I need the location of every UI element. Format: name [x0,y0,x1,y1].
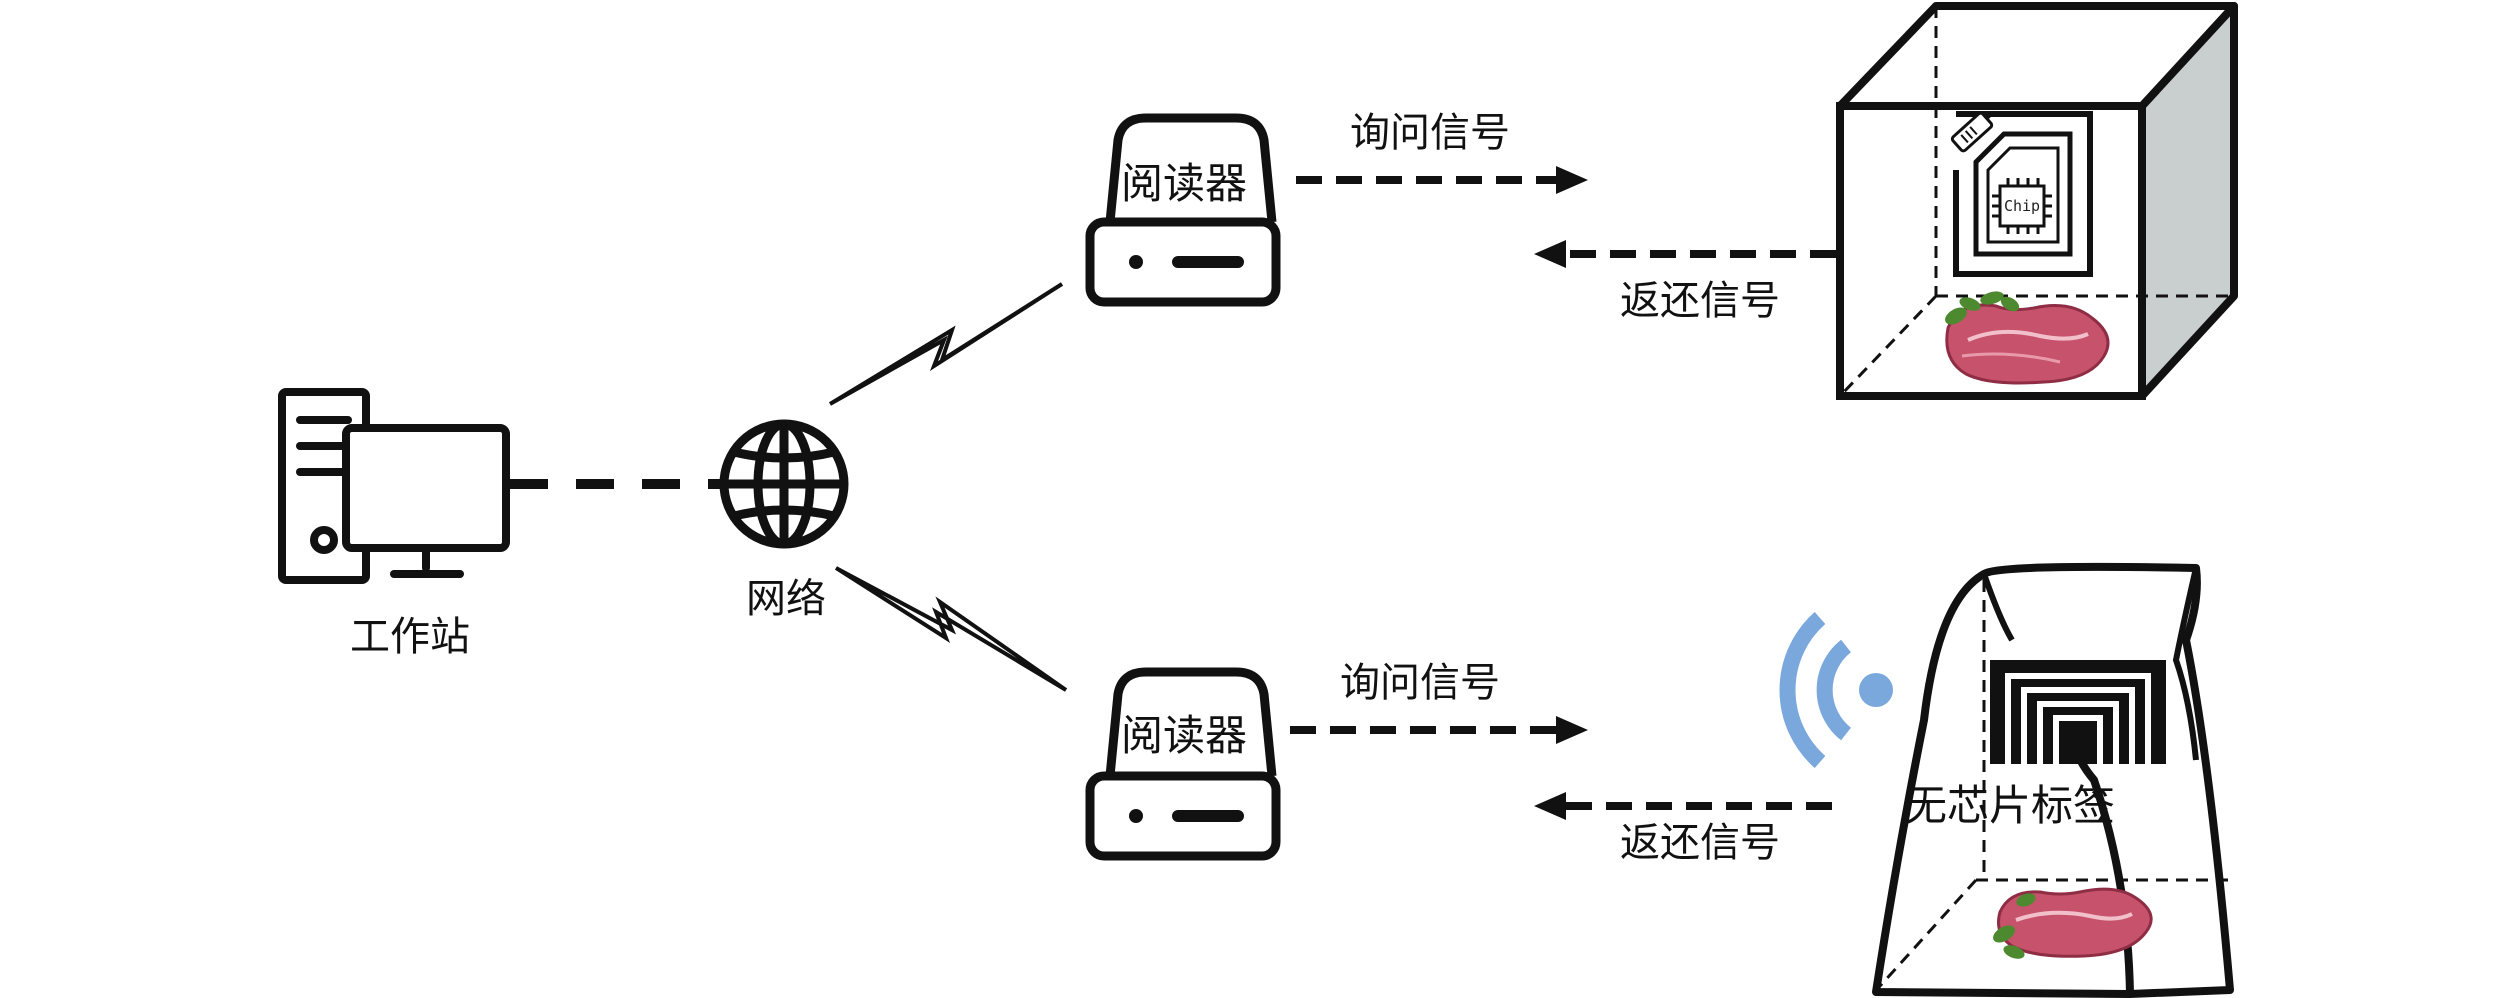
return-signal-label-top: 返还信号 [1620,278,1780,324]
lightning-bolt-icon-bottom [834,566,1068,692]
return-signal-label-bottom: 返还信号 [1620,820,1780,866]
return-signal-arrow-top [1534,240,1836,268]
reader-bottom-label: 阅读器 [1121,711,1247,760]
lightning-bolt-icon-top [828,282,1064,406]
query-signal-arrow-top [1296,166,1588,194]
storage-drive-icon [1105,667,1277,777]
meat-icon [1945,291,2110,385]
bag-icon [1872,562,2234,998]
chipless-tag-icon [1990,660,2166,764]
rfid-antenna-icon [1953,111,2093,277]
meat-icon [1993,887,2153,959]
query-signal-label-bottom: 询问信号 [1340,660,1500,706]
query-signal-label-top: 询问信号 [1350,110,1510,156]
reader-top[interactable]: 阅读器 [1085,113,1281,307]
query-signal-arrow-bottom [1290,716,1588,744]
workstation-icon[interactable] [278,388,510,584]
reader-bottom[interactable]: 阅读器 [1085,667,1281,861]
sensor-icon [1950,110,1996,153]
wifi-broadcast-icon [1779,612,1893,768]
microchip-icon: Chip [1992,178,2052,234]
chip-label: Chip [2004,197,2040,215]
chipless-tag-label: 无芯片标签 [1905,781,2115,830]
storage-drive-icon [1105,113,1277,223]
reader-top-label: 阅读器 [1121,159,1247,208]
globe-icon[interactable] [719,419,849,549]
network-label: 网络 [746,576,826,622]
box-icon [1836,2,2238,400]
return-signal-arrow-bottom [1534,792,1832,820]
workstation-label: 工作站 [350,614,470,660]
